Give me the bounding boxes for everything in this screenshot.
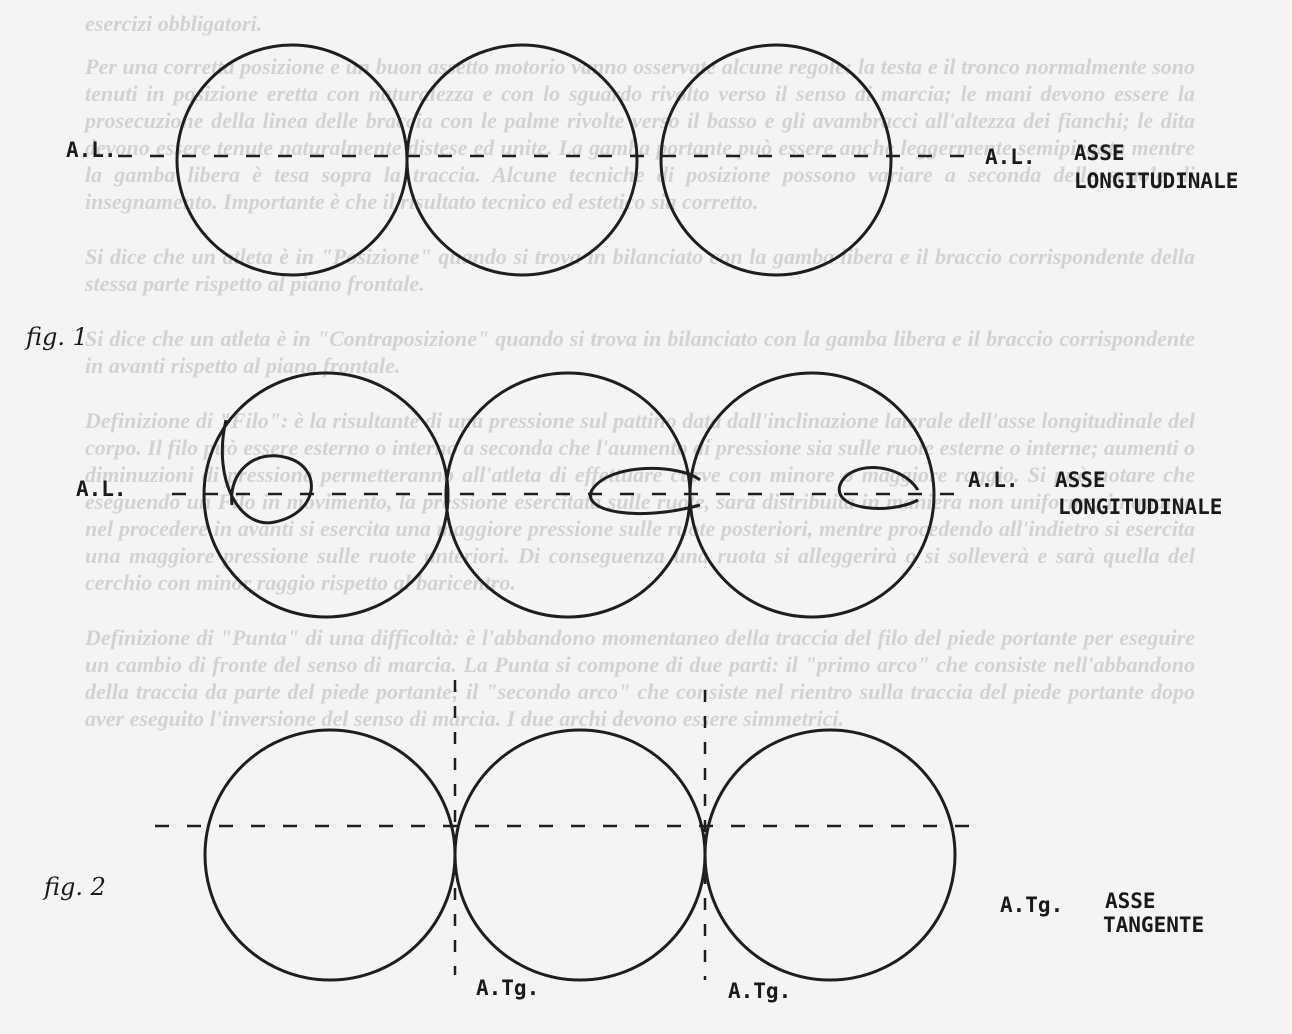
fig2-loop-3 [837, 466, 920, 510]
fig2-tangent-label-1: A.Tg. [476, 976, 539, 1000]
fig2-tangent-circle-3 [703, 728, 957, 982]
fig2-tangent-axis-title-line2: TANGENTE [1103, 913, 1204, 937]
fig2-tangent-circle-1 [203, 728, 457, 982]
fig2-label-right: A.L. [968, 468, 1019, 492]
fig1-label-left: A.L. [66, 138, 117, 162]
fig1-group: A.L. A.L. ASSE LONGITUDINALE fig. 1 [24, 43, 1238, 351]
fig2-circle-3 [688, 371, 936, 619]
bg-paragraph: esercizi obbligatori. [85, 11, 263, 36]
fig2-tangent-label-2: A.Tg. [728, 979, 791, 1003]
fig1-axis-title-line1: ASSE [1074, 141, 1125, 165]
fig2-tangent-circle-2 [453, 728, 707, 982]
fig2-axis-title-line1: ASSE [1055, 468, 1106, 492]
fig2-caption: fig. 2 [42, 873, 106, 901]
fig2-circle-1 [202, 371, 450, 619]
fig2-axis-title-line2: LONGITUDINALE [1058, 495, 1222, 519]
fig2-loop-2 [589, 466, 701, 515]
fig2-tangent-axis-title-line1: ASSE [1105, 889, 1156, 913]
bg-paragraph: Definizione di "Punta" di una difficoltà… [85, 625, 1195, 731]
bg-paragraph: Definizione di "Filo": è la risultante d… [85, 408, 1195, 595]
fig2-top-group: A.L. A.L. ASSE LONGITUDINALE [76, 371, 1222, 619]
fig2-label-left: A.L. [76, 477, 127, 501]
fig1-circle-3 [659, 43, 893, 277]
fig1-circle-1 [175, 43, 409, 277]
bg-paragraph: Si dice che un atleta è in "Posizione" q… [85, 244, 1195, 296]
fig2-bottom-group: A.Tg. ASSE TANGENTE A.Tg. A.Tg. fig. 2 [42, 680, 1204, 1003]
fig1-axis-title-line2: LONGITUDINALE [1074, 169, 1238, 193]
fig1-label-right: A.L. [985, 145, 1036, 169]
fig1-circle-2 [405, 43, 639, 277]
fig1-caption: fig. 1 [24, 323, 88, 351]
fig2-tangent-label-right: A.Tg. [1000, 893, 1063, 917]
fig2-loop-1 [220, 419, 313, 525]
bg-paragraph: Si dice che un atleta è in "Contraposizi… [85, 326, 1195, 378]
